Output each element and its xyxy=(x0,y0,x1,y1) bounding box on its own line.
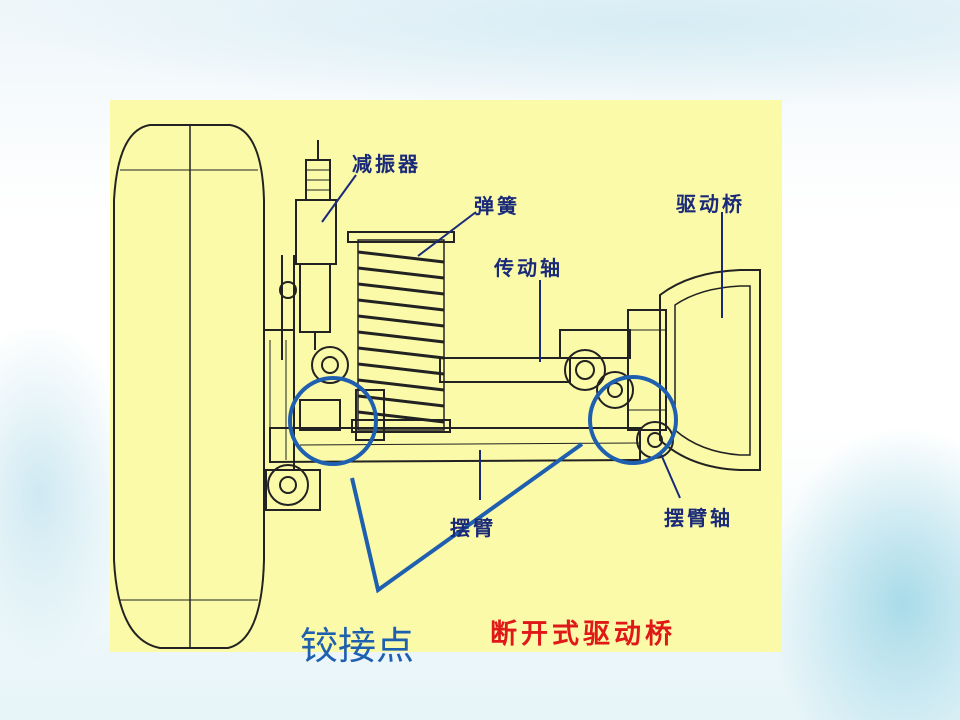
label-drive-shaft: 传动轴 xyxy=(494,256,563,280)
swing-arm xyxy=(265,389,641,511)
coil-spring xyxy=(347,231,455,433)
wheel-hub xyxy=(263,329,295,471)
label-spring: 弹簧 xyxy=(474,194,520,218)
diagram-title: 断开式驱动桥 xyxy=(490,619,676,650)
leader-shock xyxy=(321,174,357,223)
hinge-circle-right xyxy=(588,375,678,465)
hinge-circle-left xyxy=(288,376,378,466)
leader-spring xyxy=(417,211,477,257)
drive-shaft xyxy=(311,329,631,391)
label-shock-absorber: 减振器 xyxy=(352,152,421,176)
wheel-tire xyxy=(113,124,265,649)
leader-swing-arm-shaft xyxy=(659,451,681,499)
drive-axle-housing xyxy=(596,269,761,471)
label-swing-arm: 摆臂 xyxy=(450,516,496,540)
hinge-point-label: 铰接点 xyxy=(300,624,415,668)
label-swing-arm-shaft: 摆臂轴 xyxy=(664,506,733,530)
label-drive-axle: 驱动桥 xyxy=(676,192,745,216)
shock-absorber xyxy=(279,140,337,360)
hinge-pointer-lines xyxy=(350,442,584,594)
diagram-panel xyxy=(110,100,782,652)
